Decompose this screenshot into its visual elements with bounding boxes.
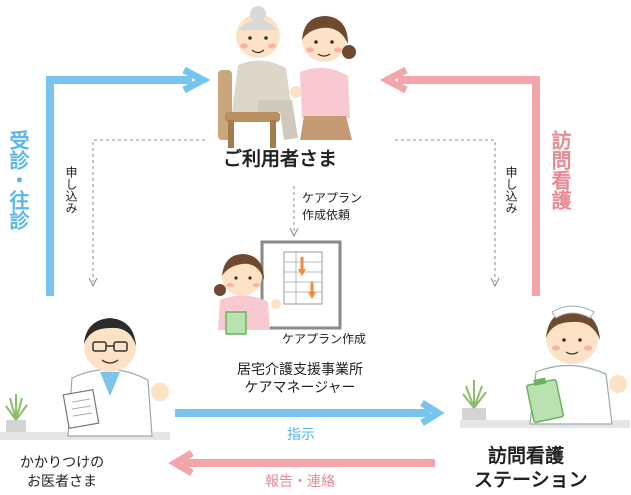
apply-right-label: 申し込み [504, 166, 518, 214]
apply-right-line [395, 139, 496, 282]
user-label: ご利用者さま [223, 148, 338, 170]
request-head [289, 227, 299, 238]
apply-left-head [88, 277, 98, 288]
station-label-line2: ステーション [474, 469, 588, 491]
care-manager-label-line2: ケアマネージャー [244, 380, 356, 396]
nursing-label: 訪問看護 [548, 130, 572, 210]
station-label-line1: 訪問看護 [488, 445, 565, 467]
visit-arrow-head [182, 66, 211, 94]
care-manager-icon [214, 240, 342, 335]
nursing-arrow-line [398, 76, 540, 296]
visit-label: 受診・往診 [6, 130, 30, 230]
instruction-label: 指示 [287, 427, 315, 443]
plan-creation-label: ケアプラン作成 [282, 332, 367, 346]
request-label-line1: ケアプラン [302, 191, 363, 205]
request-label-line2: 作成依頼 [302, 208, 351, 222]
nurse-icon [460, 305, 630, 428]
apply-left-label: 申し込み [64, 166, 78, 214]
elderly-user-with-caregiver-icon [218, 6, 356, 148]
apply-left-line [92, 139, 205, 282]
nursing-arrow-head [379, 66, 408, 94]
care-manager-label-line1: 居宅介護支援事業所 [237, 362, 363, 378]
doctor-icon [0, 318, 170, 440]
report-label: 報告・連絡 [265, 474, 335, 490]
visit-arrow-line [46, 76, 192, 296]
report-arrow-head [168, 449, 194, 477]
instruction-arrow-head [420, 400, 445, 426]
doctor-label-line1: かかりつけの [20, 455, 105, 471]
apply-right-head [490, 277, 500, 288]
doctor-label-line2: お医者さま [27, 474, 97, 490]
